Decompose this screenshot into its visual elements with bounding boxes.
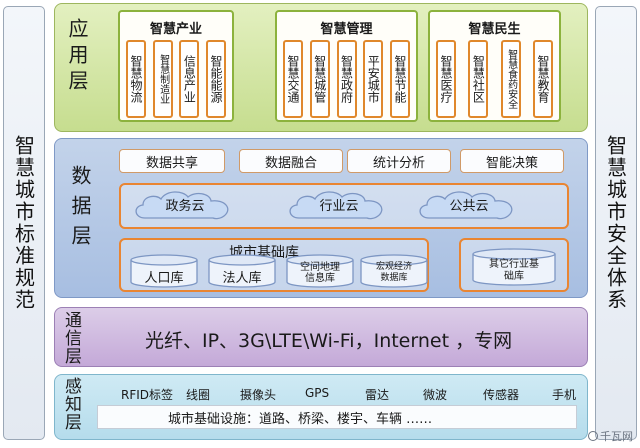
data-layer-label: 数据层 — [68, 165, 92, 255]
watermark-logo-icon — [588, 431, 598, 441]
cloud-container: 政务云 行业云 公共云 — [119, 183, 569, 229]
group-title: 智慧产业 — [149, 22, 202, 37]
service-box: 智能决策 — [460, 149, 564, 173]
watermark: 千瓦网 — [588, 428, 633, 444]
app-item: 智慧城管 — [309, 40, 330, 118]
app-item: 智慧节能 — [390, 40, 410, 118]
device-label: GPS — [305, 386, 330, 400]
app-item: 智慧物流 — [126, 40, 146, 118]
application-layer: 应用层 智慧产业 智慧物流 智慧制造业 信息产业 智能能源 智慧管理 智慧交通 … — [54, 3, 588, 132]
communication-layer-label: 通信层 — [65, 311, 82, 367]
group-smart-livelihood: 智慧民生 智慧医疗 智慧社区 智慧食药安全 智慧教育 — [428, 10, 561, 122]
database-label: 法人库 — [222, 271, 262, 286]
group-title: 智慧民生 — [468, 22, 521, 37]
database-icon — [208, 254, 276, 288]
other-database-box: 其它行业基础库 — [459, 238, 569, 292]
app-item: 智慧交通 — [283, 40, 303, 118]
database-icon — [472, 248, 556, 286]
security-panel: 智慧城市安全体系 — [595, 6, 637, 440]
database-cylinder: 空间地理信息库 — [285, 254, 355, 288]
communication-technologies: 光纤、IP、3G\LTE\Wi-Fi，Internet ，专网 — [145, 330, 513, 352]
device-label: 线圈 — [186, 388, 211, 402]
group-smart-industry: 智慧产业 智慧物流 智慧制造业 信息产业 智能能源 — [118, 10, 234, 122]
app-item: 信息产业 — [179, 40, 200, 118]
standards-panel-label: 智慧城市标准规范 — [11, 135, 36, 311]
service-box: 数据融合 — [239, 149, 343, 173]
cloud-label: 行业云 — [319, 199, 359, 214]
cloud-public: 公共云 — [413, 187, 525, 225]
app-item: 智慧政府 — [336, 40, 357, 118]
group-title: 智慧管理 — [320, 22, 373, 37]
cloud-label: 政务云 — [165, 199, 205, 214]
database-cylinder: 人口库 — [129, 254, 199, 288]
database-label: 空间地理信息库 — [300, 262, 340, 284]
app-item: 智能能源 — [205, 40, 226, 118]
database-icon — [360, 254, 428, 288]
app-item: 智慧教育 — [532, 40, 553, 118]
group-smart-management: 智慧管理 智慧交通 智慧城管 智慧政府 平安城市 智慧节能 — [275, 10, 418, 122]
cloud-industry: 行业云 — [283, 187, 395, 225]
cloud-gov: 政务云 — [129, 187, 241, 225]
database-cylinder: 宏观经济数据库 — [359, 254, 429, 288]
infrastructure-box: 城市基础设施：道路、桥梁、楼宇、车辆 …… — [97, 405, 577, 429]
device-label: 雷达 — [365, 388, 390, 402]
communication-layer: 通信层 光纤、IP、3G\LTE\Wi-Fi，Internet ，专网 — [54, 307, 588, 367]
perception-layer: 感知层 RFID标签 线圈 摄像头 GPS 雷达 微波 传感器 手机 城市基础设… — [54, 374, 588, 440]
app-item: 平安城市 — [363, 40, 384, 118]
app-item: 智慧社区 — [468, 40, 489, 118]
cloud-icon — [135, 191, 229, 220]
cloud-icon — [289, 191, 383, 220]
service-box: 统计分析 — [347, 149, 451, 173]
app-item: 智慧食药安全 — [500, 40, 521, 118]
data-layer: 数据层 数据共享 数据融合 统计分析 智能决策 政务云 行业云 公共云 城市基础… — [54, 138, 588, 298]
perception-layer-label: 感知层 — [65, 377, 82, 433]
app-item: 智慧制造业 — [152, 40, 173, 118]
security-panel-label: 智慧城市安全体系 — [603, 135, 628, 311]
standards-panel: 智慧城市标准规范 — [3, 6, 45, 440]
database-label: 宏观经济数据库 — [375, 262, 412, 283]
device-label: 手机 — [552, 388, 577, 402]
cloud-icon — [419, 191, 513, 220]
device-label: 摄像头 — [240, 388, 277, 402]
database-icon — [130, 254, 198, 288]
watermark-text: 千瓦网 — [600, 430, 633, 443]
database-cylinder: 其它行业基础库 — [471, 248, 557, 286]
city-database-box: 城市基础库 人口库 法人库 空间地理信息库 — [119, 238, 429, 292]
database-icon — [286, 254, 354, 288]
device-label: RFID标签 — [121, 388, 174, 402]
service-box: 数据共享 — [119, 149, 225, 173]
cloud-label: 公共云 — [449, 199, 489, 214]
database-label: 人口库 — [144, 271, 184, 286]
device-label: 传感器 — [483, 388, 520, 402]
app-item: 智慧医疗 — [436, 40, 456, 118]
database-cylinder: 法人库 — [207, 254, 277, 288]
device-label: 微波 — [423, 388, 448, 402]
application-layer-label: 应用层 — [65, 18, 89, 96]
database-label: 其它行业基础库 — [489, 259, 539, 282]
